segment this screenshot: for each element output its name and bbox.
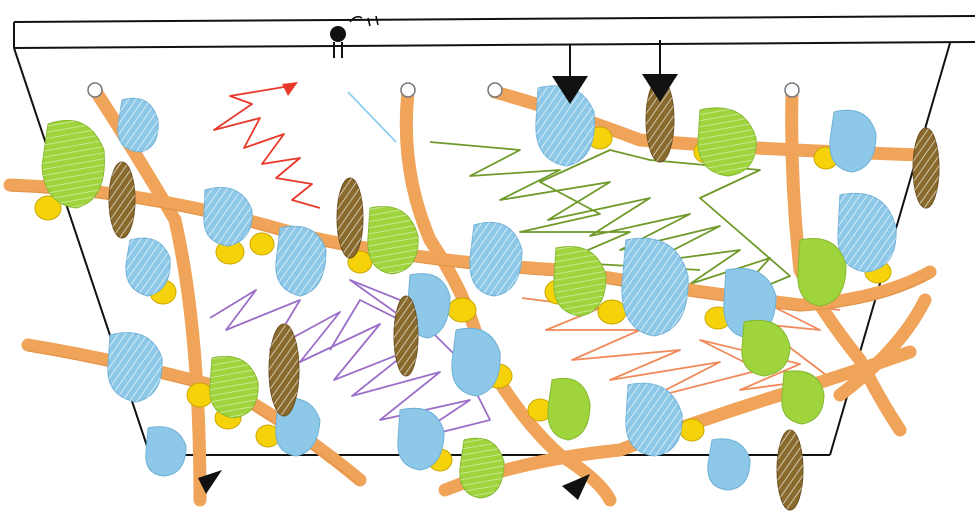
fiber-end-cap-icon <box>785 83 799 97</box>
yellow-cap <box>598 300 626 324</box>
blue-particle <box>708 439 750 490</box>
lid-top-edge <box>14 16 975 22</box>
yellow-cap <box>680 419 704 441</box>
blue-particle <box>830 110 876 172</box>
arrow-head-icon <box>642 74 678 102</box>
lid-bottom-edge <box>14 42 975 48</box>
green-particle <box>548 378 590 440</box>
blue-particle <box>146 427 186 476</box>
light-blue-path <box>348 92 396 142</box>
arrow-head-icon <box>562 474 590 500</box>
yellow-cap <box>448 298 476 322</box>
yellow-cap <box>187 383 213 407</box>
fiber-end-cap-icon <box>401 83 415 97</box>
probe-icon <box>330 16 378 58</box>
green-particle <box>742 320 790 376</box>
fiber-end-cap-icon <box>88 83 102 97</box>
blue-particle <box>452 328 500 396</box>
red-arrow-head-icon <box>282 82 298 96</box>
yellow-cap <box>250 233 274 255</box>
fiber-end-caps <box>88 83 799 97</box>
fiber-end-cap-icon <box>488 83 502 97</box>
